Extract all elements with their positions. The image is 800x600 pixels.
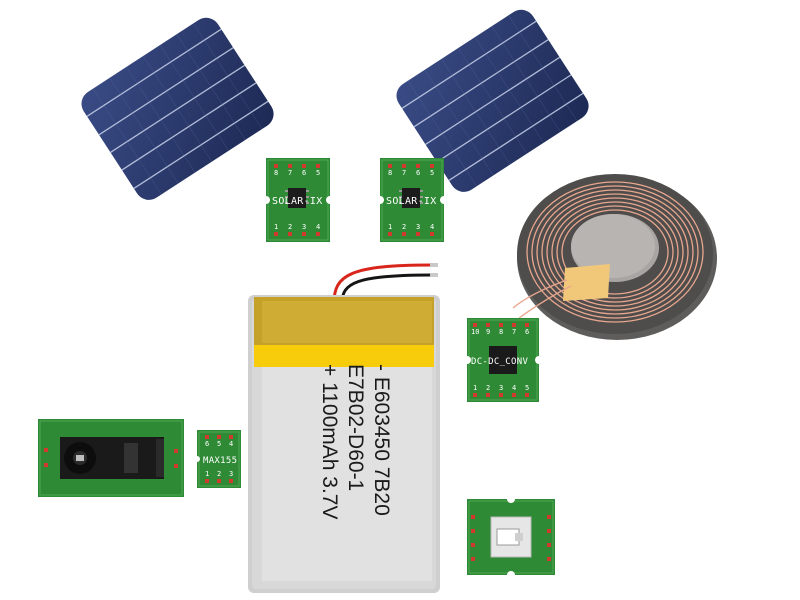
chip-label: SOLAR-IX bbox=[272, 196, 323, 207]
max-ic-board[interactable]: 6 5 4 MAX155 1 2 3 bbox=[197, 430, 241, 488]
dc-dc-converter-board[interactable]: 10 9 8 7 6 DC-DC_CONV 1 2 3 4 5 bbox=[467, 318, 539, 402]
chip-label: MAX155 bbox=[203, 456, 237, 466]
pin-label: 6 bbox=[525, 328, 529, 336]
dc-barrel-jack-board[interactable] bbox=[38, 419, 184, 497]
solar-charger-board-left[interactable]: 8 7 6 5 SOLAR-IX 1 2 3 4 bbox=[266, 158, 330, 242]
pin-label: 1 bbox=[205, 470, 209, 478]
pin-label: 2 bbox=[402, 223, 406, 231]
pin-label: 3 bbox=[416, 223, 420, 231]
battery-label-line: + 1100mAh 3.7V bbox=[318, 364, 341, 520]
pin-label: 10 bbox=[471, 328, 479, 336]
pin-label: 3 bbox=[499, 384, 503, 392]
pin-label: 3 bbox=[229, 470, 233, 478]
pin-label: 4 bbox=[316, 223, 320, 231]
pin-label: 7 bbox=[512, 328, 516, 336]
pin-label: 8 bbox=[499, 328, 503, 336]
pin-label: 5 bbox=[316, 169, 320, 177]
chip-label: SOLAR-IX bbox=[386, 196, 437, 207]
pin-label: 3 bbox=[302, 223, 306, 231]
pin-label: 8 bbox=[274, 169, 278, 177]
battery-label: - E603450 7B20 E7B02-D60-1 + 1100mAh 3.7… bbox=[294, 364, 394, 554]
pin-label: 4 bbox=[229, 440, 233, 448]
pin-label: 6 bbox=[205, 440, 209, 448]
pin-label: 7 bbox=[288, 169, 292, 177]
battery-label-line: E7B02-D60-1 bbox=[344, 364, 367, 492]
pin-label: 2 bbox=[486, 384, 490, 392]
pin-label: 2 bbox=[217, 470, 221, 478]
battery-label-line: - E603450 7B20 bbox=[370, 364, 393, 516]
pin-label: 5 bbox=[217, 440, 221, 448]
pin-label: 1 bbox=[388, 223, 392, 231]
pin-label: 4 bbox=[430, 223, 434, 231]
chip-label: DC-DC_CONV bbox=[471, 357, 528, 367]
lipo-battery bbox=[248, 295, 440, 593]
pin-label: 9 bbox=[486, 328, 490, 336]
wireless-charging-coil bbox=[505, 168, 720, 346]
pin-label: 5 bbox=[430, 169, 434, 177]
pin-label: 7 bbox=[402, 169, 406, 177]
pin-label: 2 bbox=[288, 223, 292, 231]
usb-connector-board[interactable] bbox=[467, 499, 555, 575]
pin-label: 6 bbox=[302, 169, 306, 177]
pin-label: 5 bbox=[525, 384, 529, 392]
pin-label: 1 bbox=[473, 384, 477, 392]
solar-panel-left bbox=[55, 8, 300, 208]
solar-panel-right bbox=[370, 0, 615, 200]
pin-label: 4 bbox=[512, 384, 516, 392]
pin-label: 1 bbox=[274, 223, 278, 231]
pin-label: 6 bbox=[416, 169, 420, 177]
pin-label: 8 bbox=[388, 169, 392, 177]
solar-charger-board-right[interactable]: 8 7 6 5 SOLAR-IX 1 2 3 4 bbox=[380, 158, 444, 242]
